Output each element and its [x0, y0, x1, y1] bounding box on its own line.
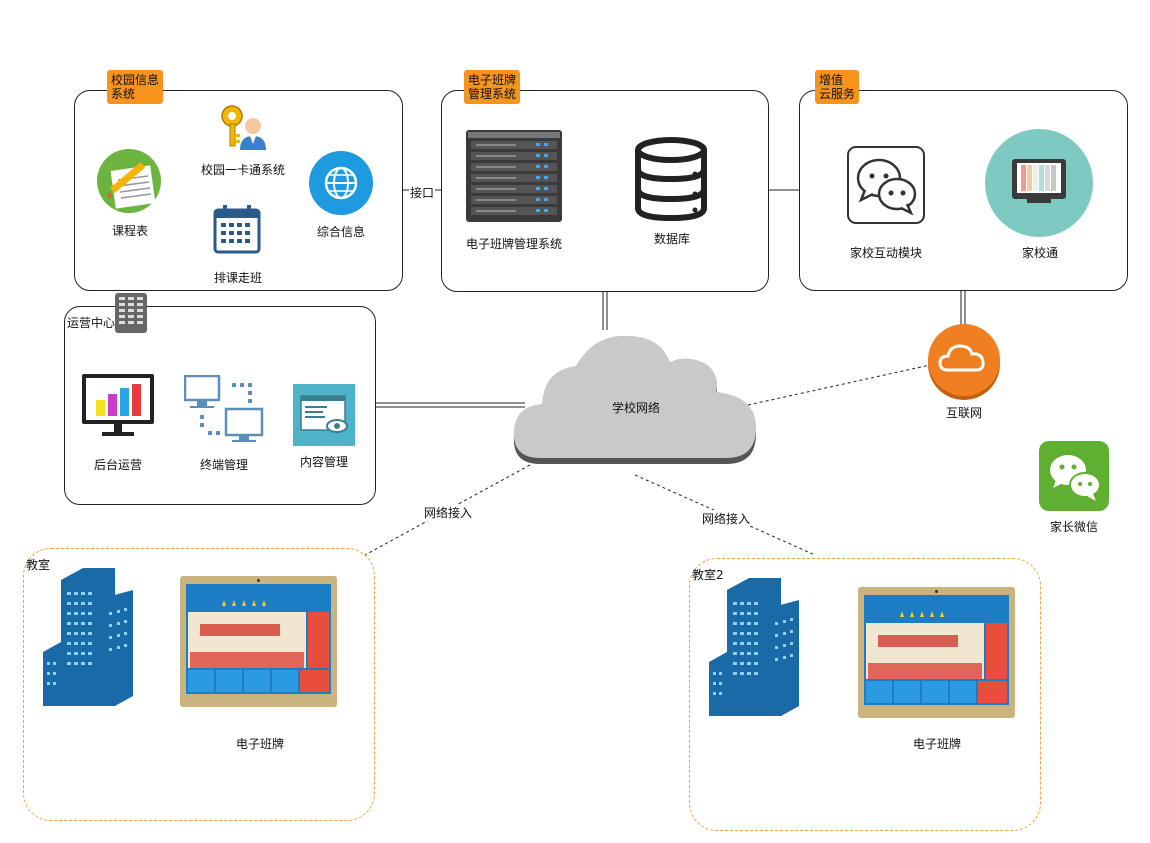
general-info-label: 综合信息 [316, 225, 366, 239]
terminal-label: 终端管理 [199, 458, 249, 472]
key-user-icon[interactable] [220, 104, 268, 152]
chat-bubbles-icon[interactable] [847, 146, 925, 224]
board-mgmt-tag: 电子班牌 管理系统 [464, 70, 521, 104]
class-arrangement-label: 排课走班 [213, 271, 263, 285]
parent-wechat-label: 家长微信 [1049, 520, 1099, 534]
schedule-icon[interactable] [96, 148, 162, 214]
interaction-module-label: 家校互动模块 [849, 246, 923, 260]
internet-label: 互联网 [945, 406, 983, 420]
card-system-label: 校园一卡通系统 [200, 163, 286, 177]
globe-icon[interactable] [308, 150, 374, 216]
classroom2-area [689, 558, 1041, 831]
server-rack-icon[interactable] [466, 130, 562, 222]
home-school-label: 家校通 [1021, 246, 1059, 260]
classroom1-building-icon [43, 568, 135, 706]
interface-label: 接口 [409, 184, 436, 201]
database-label: 数据库 [653, 232, 691, 246]
network-access-right-label: 网络接入 [702, 510, 751, 527]
wechat-icon[interactable] [1039, 441, 1109, 511]
classroom1-board-label: 电子班牌 [235, 737, 285, 751]
server-label: 电子班牌管理系统 [465, 237, 563, 251]
content-label: 内容管理 [299, 455, 349, 469]
classroom2-board-device[interactable] [858, 587, 1015, 718]
calendar-icon[interactable] [213, 204, 261, 254]
tv-icon[interactable] [985, 129, 1093, 237]
schedule-label: 课程表 [111, 224, 149, 238]
classroom2-board-label: 电子班牌 [912, 737, 962, 751]
classroom1-board-device[interactable] [180, 576, 337, 707]
classroom1-area [23, 548, 375, 821]
backend-label: 后台运营 [93, 458, 143, 472]
ops-center-tag: 运营中心 [67, 316, 116, 330]
network-access-left-label: 网络接入 [424, 504, 473, 521]
database-icon[interactable] [633, 136, 709, 222]
classroom2-title: 教室2 [692, 568, 724, 582]
bar-chart-monitor-icon[interactable] [82, 374, 154, 438]
content-eye-icon[interactable] [293, 384, 355, 446]
terminal-network-icon[interactable] [183, 374, 266, 443]
classroom1-title: 教室 [26, 558, 51, 572]
school-network-cloud-icon[interactable] [510, 330, 762, 478]
cloud-services-tag: 增值 云服务 [815, 70, 860, 104]
school-network-label: 学校网络 [611, 401, 661, 415]
building-grid-icon [115, 293, 147, 333]
internet-cloud-icon[interactable] [926, 324, 1002, 400]
campus-info-tag: 校园信息 系统 [107, 70, 164, 104]
classroom2-building-icon [709, 578, 801, 716]
